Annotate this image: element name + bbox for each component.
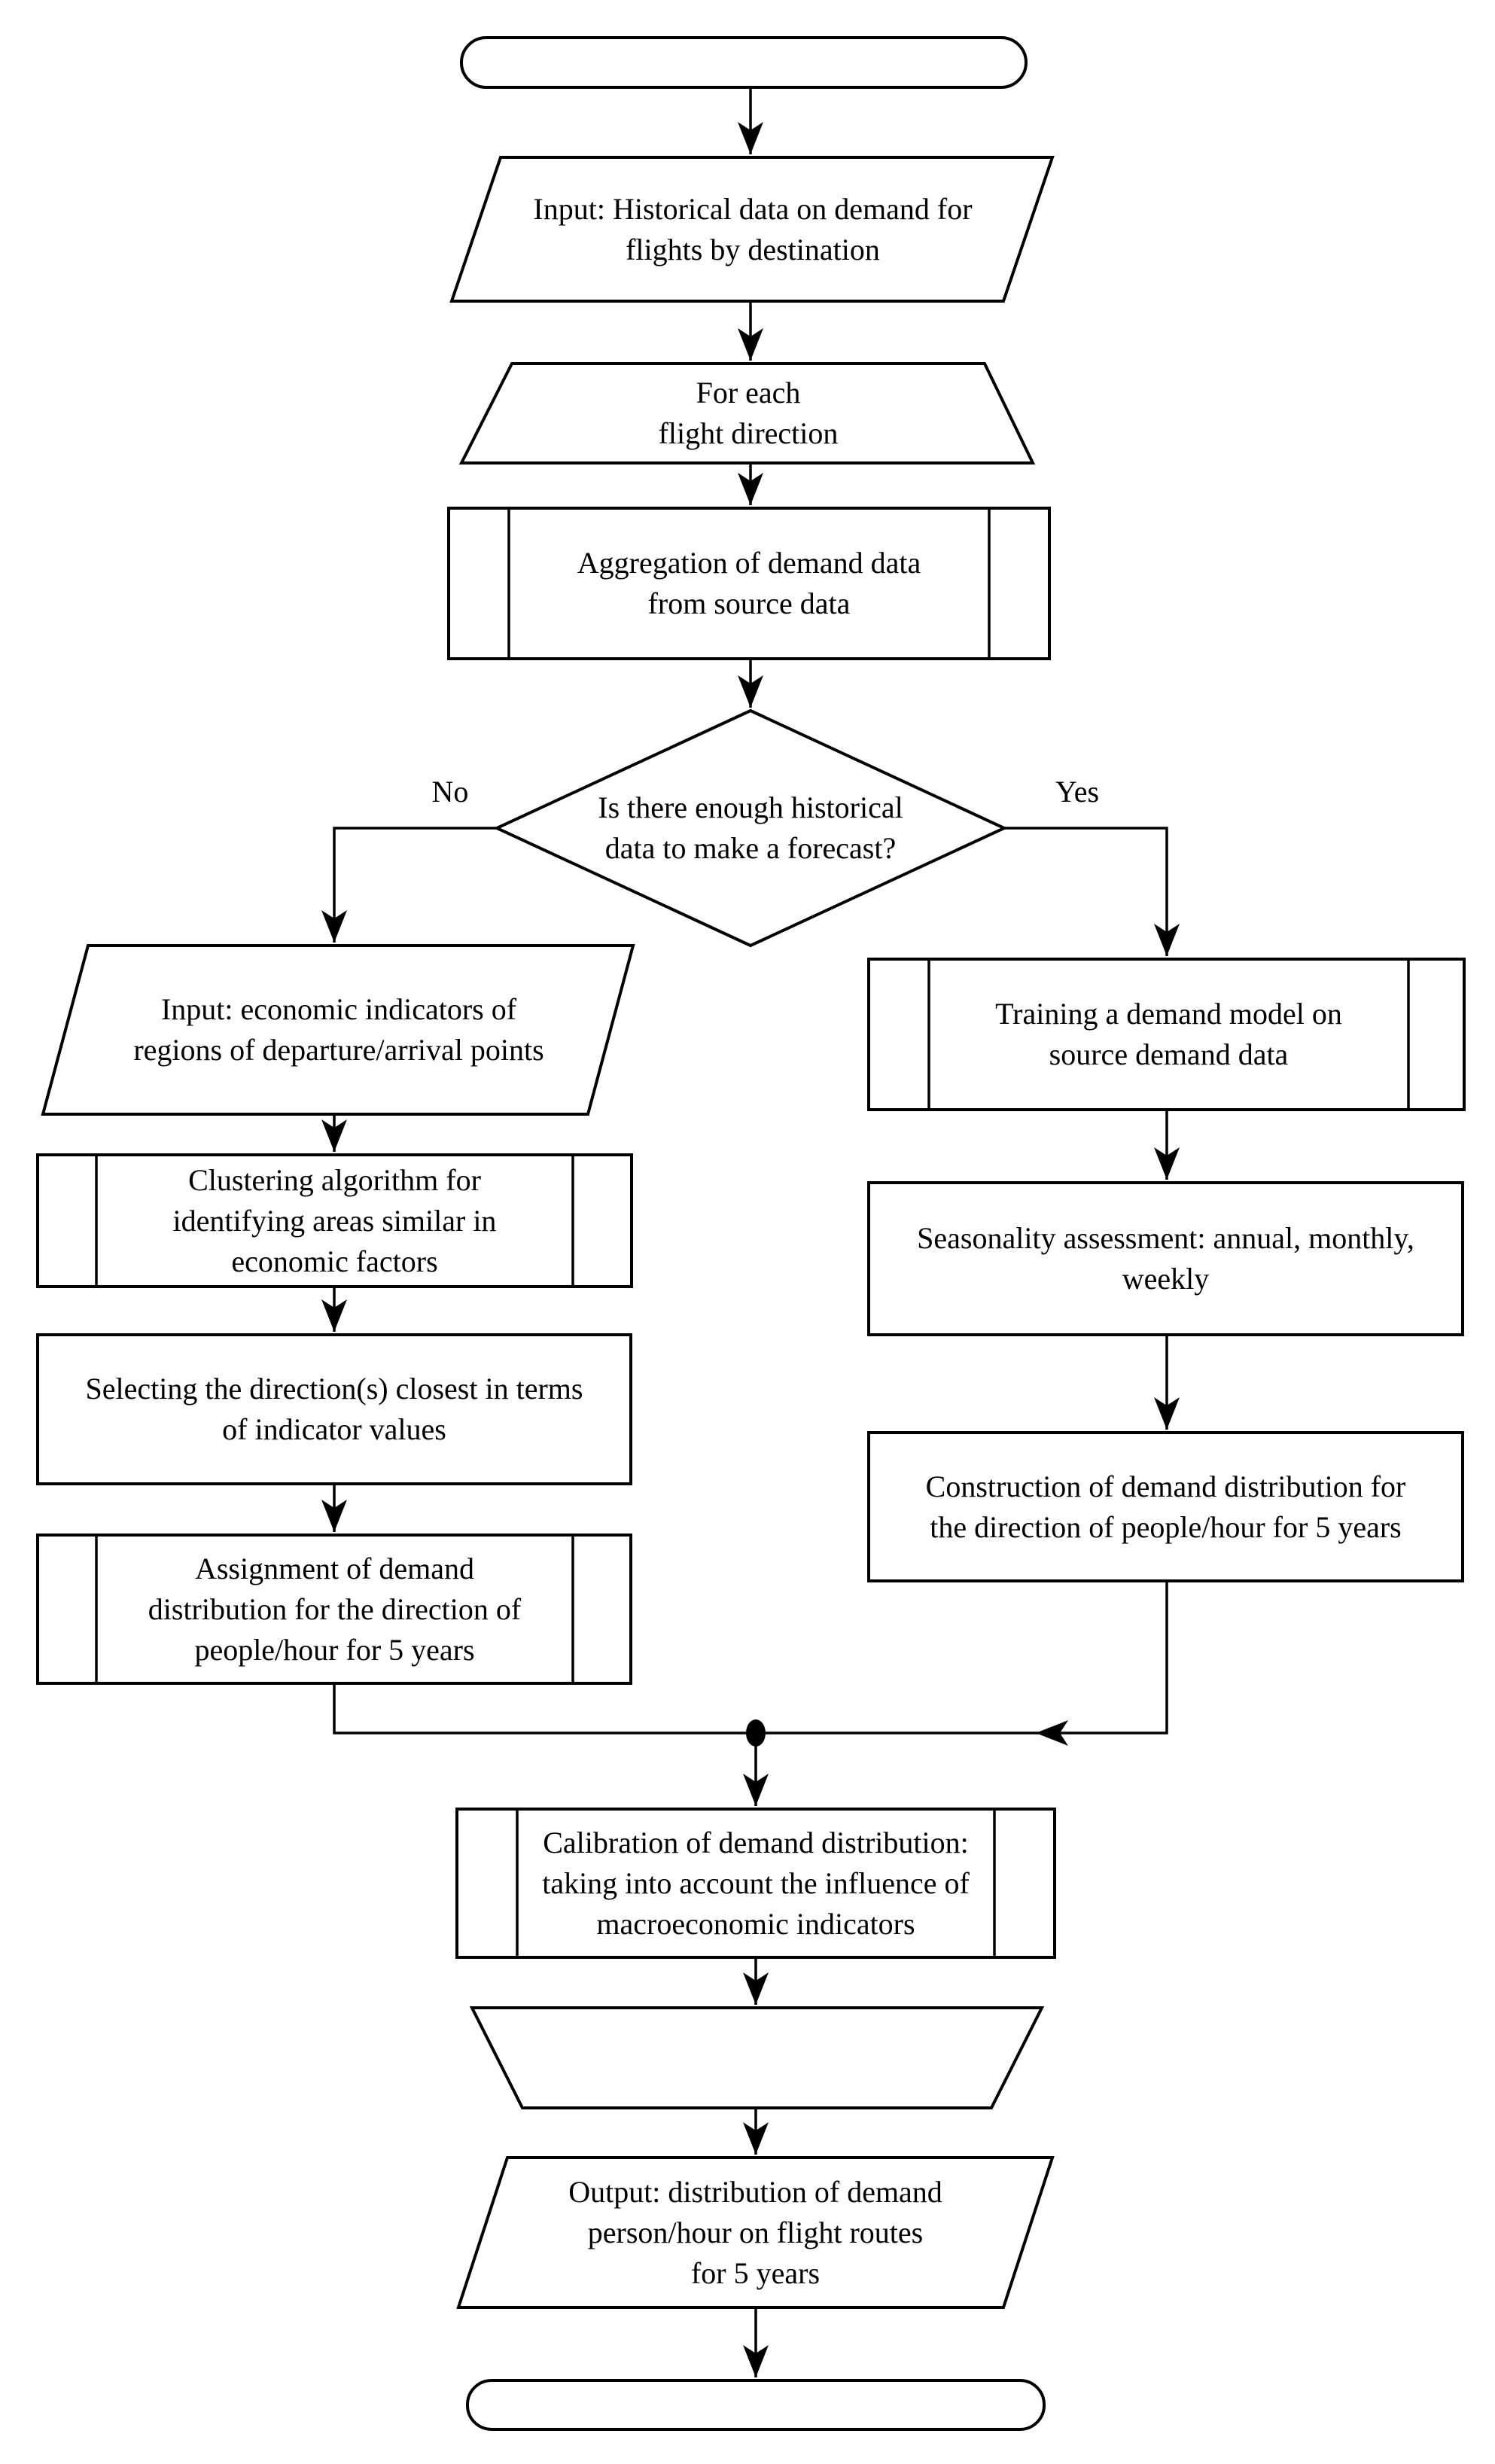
- io-input-economic-shape: [41, 944, 635, 1116]
- edge-decision-yes-branch: [1004, 827, 1180, 956]
- process-seasonality-shape: [867, 1181, 1464, 1336]
- io-output-shape: [456, 2156, 1055, 2309]
- manual-operation-shape: [469, 2006, 1045, 2109]
- decision-diamond-shape: [493, 708, 1008, 948]
- label-branch-yes: Yes: [1055, 775, 1100, 809]
- process-selecting-shape: [36, 1333, 632, 1485]
- predefined-training-shape: [867, 958, 1466, 1111]
- predefined-calibration-shape: [455, 1808, 1056, 1959]
- edge-assignment-to-merge: [333, 1683, 756, 1735]
- predefined-clustering-shape: [36, 1153, 633, 1288]
- process-construction-shape: [867, 1431, 1464, 1582]
- predefined-aggregation-shape: [447, 507, 1051, 660]
- edge-decision-no-branch: [321, 827, 497, 943]
- predefined-assignment-shape: [36, 1534, 632, 1685]
- terminator-start-shape: [460, 36, 1028, 89]
- terminator-end-shape: [466, 2379, 1046, 2431]
- loop-for-each-shape: [458, 362, 1036, 464]
- io-input-historical-shape: [449, 156, 1055, 303]
- merge-junction-dot: [746, 1719, 766, 1747]
- label-branch-no: No: [431, 775, 469, 809]
- edge-construction-to-merge: [1036, 1581, 1168, 1746]
